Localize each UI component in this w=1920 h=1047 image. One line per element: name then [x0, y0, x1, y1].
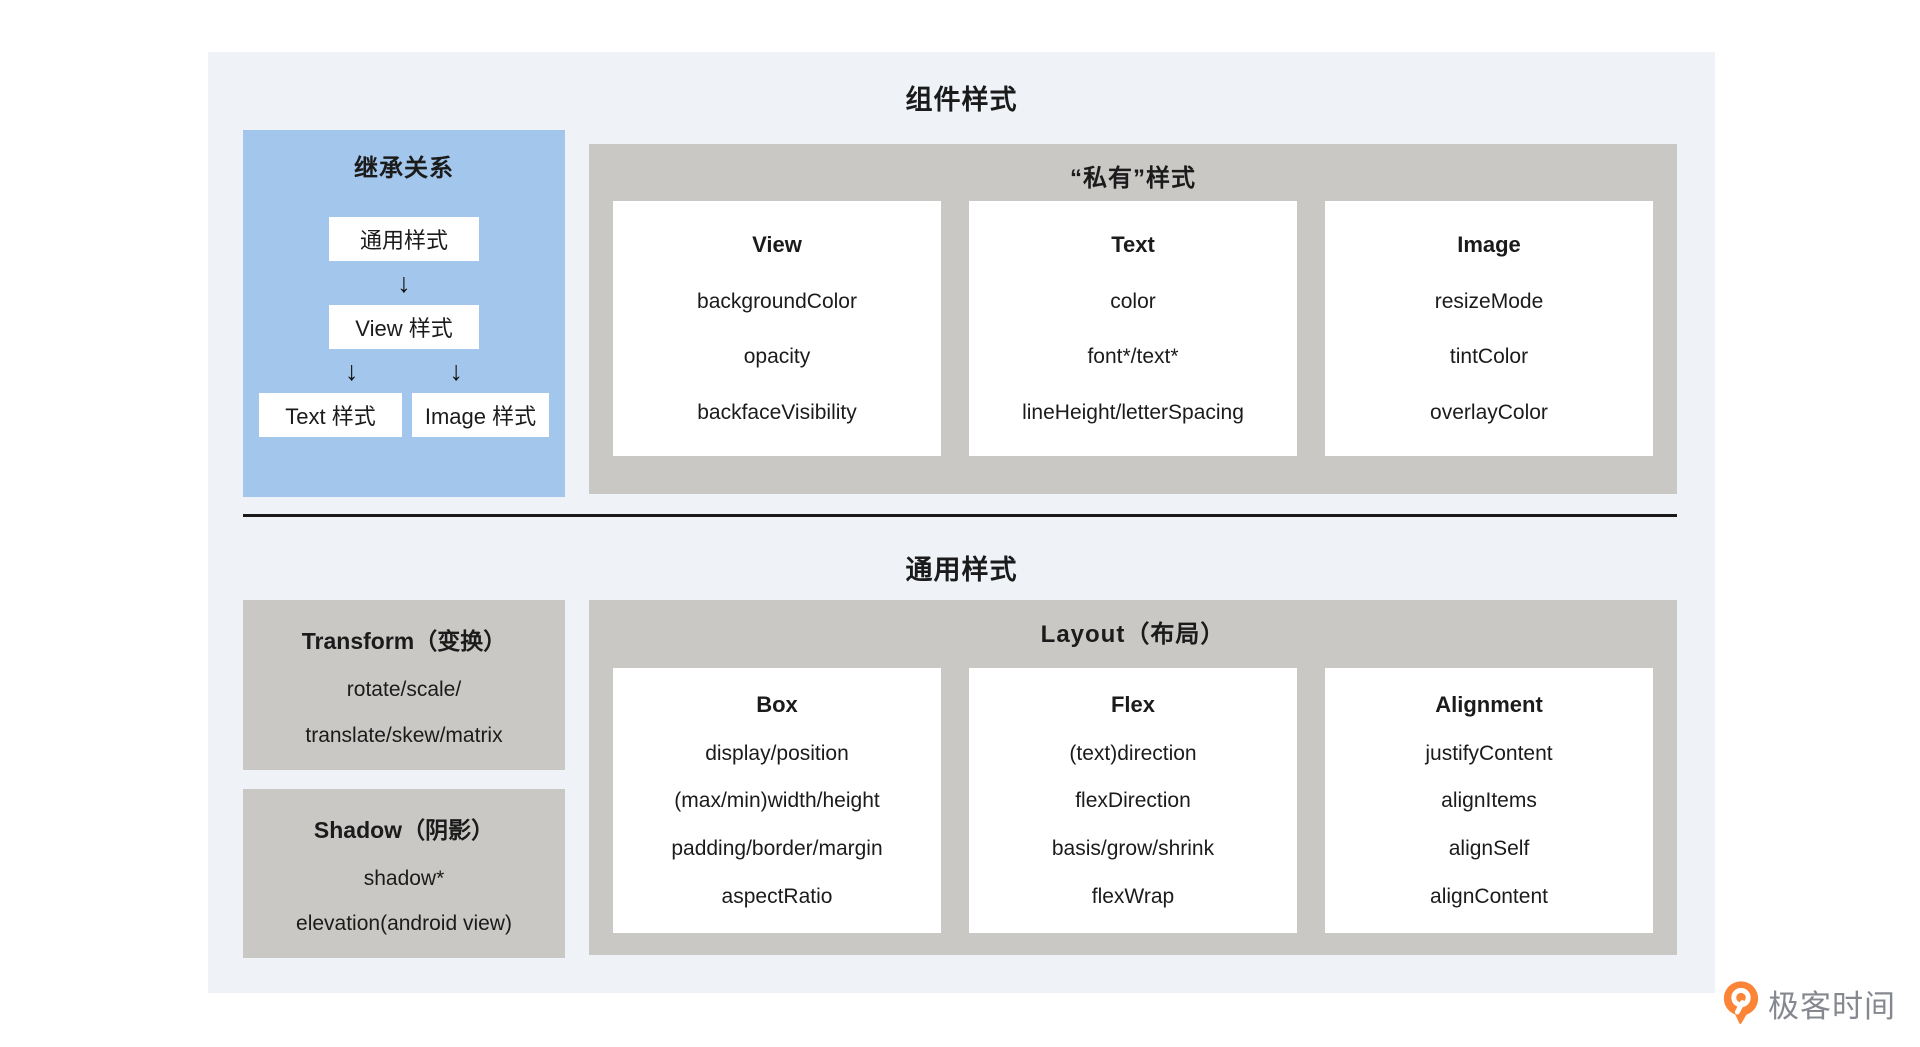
node-image-style: Image 样式: [412, 393, 549, 437]
layout-title: Layout（布局）: [1040, 621, 1226, 648]
leaf-row: Text 样式 Image 样式: [259, 393, 549, 437]
image-style-card: Image resizeMode tintColor overlayColor: [1325, 201, 1653, 456]
layout-cards: Box display/position (max/min)width/heig…: [613, 668, 1653, 933]
card-line: resizeMode: [1434, 289, 1544, 313]
card-line: padding/border/margin: [671, 837, 883, 861]
card-line: lineHeight/letterSpacing: [1022, 400, 1244, 424]
card-line: backfaceVisibility: [697, 400, 857, 424]
card-title: Box: [756, 691, 798, 717]
geektime-logo-icon: [1723, 981, 1759, 1024]
geektime-logo-text: 极客时间: [1768, 988, 1896, 1024]
card-line: overlayColor: [1430, 400, 1548, 424]
styles-diagram: 组件样式 继承关系 通用样式 ↓ View 样式 ↓ ↓ Text 样式 Ima…: [208, 52, 1715, 993]
card-title: Alignment: [1435, 691, 1543, 717]
down-arrow-icon: ↓: [345, 356, 359, 386]
card-line: justifyContent: [1425, 741, 1553, 765]
down-arrow-icon: ↓: [397, 268, 411, 298]
card-line: alignContent: [1430, 885, 1548, 909]
card-title: Text: [1111, 232, 1155, 258]
transform-title: Transform（变换）: [301, 628, 507, 654]
section-divider: [243, 514, 1677, 517]
card-line: aspectRatio: [721, 885, 833, 909]
card-line: flexDirection: [1075, 789, 1191, 813]
card-line: alignSelf: [1448, 837, 1530, 861]
shadow-line: shadow*: [363, 866, 445, 890]
transform-line: rotate/scale/: [346, 678, 462, 701]
card-line: font*/text*: [1087, 345, 1179, 369]
node-view-style: View 样式: [329, 305, 479, 349]
card-title: Image: [1457, 232, 1521, 258]
card-line: backgroundColor: [697, 289, 857, 313]
card-line: alignItems: [1441, 789, 1537, 813]
card-title: Flex: [1110, 691, 1156, 717]
card-line: opacity: [743, 345, 811, 369]
transform-line: translate/skew/matrix: [305, 724, 503, 747]
card-line: (text)direction: [1069, 741, 1197, 765]
node-common-style: 通用样式: [329, 217, 479, 261]
text-style-card: Text color font*/text* lineHeight/letter…: [969, 201, 1297, 456]
card-title: View: [752, 232, 802, 258]
card-line: tintColor: [1449, 345, 1529, 369]
private-styles-title: “私有”样式: [1070, 165, 1196, 192]
card-line: color: [1110, 289, 1156, 313]
private-styles-cards: View backgroundColor opacity backfaceVis…: [613, 201, 1653, 456]
bottom-section-title: 通用样式: [905, 555, 1018, 585]
down-arrow-icon: ↓: [449, 356, 464, 386]
shadow-line: elevation(android view): [296, 912, 512, 936]
geektime-logo: 极客时间: [1723, 980, 1896, 1026]
card-line: flexWrap: [1091, 885, 1175, 909]
node-text-style: Text 样式: [259, 393, 402, 437]
alignment-card: Alignment justifyContent alignItems alig…: [1325, 668, 1653, 933]
view-style-card: View backgroundColor opacity backfaceVis…: [613, 201, 941, 456]
box-card: Box display/position (max/min)width/heig…: [613, 668, 941, 933]
inheritance-title: 继承关系: [354, 155, 454, 182]
shadow-panel: Shadow（阴影） shadow* elevation(android vie…: [243, 789, 565, 958]
transform-panel: Transform（变换） rotate/scale/ translate/sk…: [243, 600, 565, 770]
card-line: (max/min)width/height: [674, 789, 880, 813]
card-line: display/position: [705, 741, 849, 765]
inheritance-panel: 继承关系 通用样式 ↓ View 样式 ↓ ↓ Text 样式 Image 样式: [243, 130, 565, 497]
layout-panel: Layout（布局） Box display/position (max/min…: [589, 600, 1677, 955]
top-section-title: 组件样式: [905, 85, 1018, 115]
card-line: basis/grow/shrink: [1051, 837, 1215, 861]
private-styles-panel: “私有”样式 View backgroundColor opacity back…: [589, 144, 1677, 494]
flex-card: Flex (text)direction flexDirection basis…: [969, 668, 1297, 933]
arrow-row: ↓ ↓: [345, 349, 463, 393]
shadow-title: Shadow（阴影）: [313, 816, 495, 843]
